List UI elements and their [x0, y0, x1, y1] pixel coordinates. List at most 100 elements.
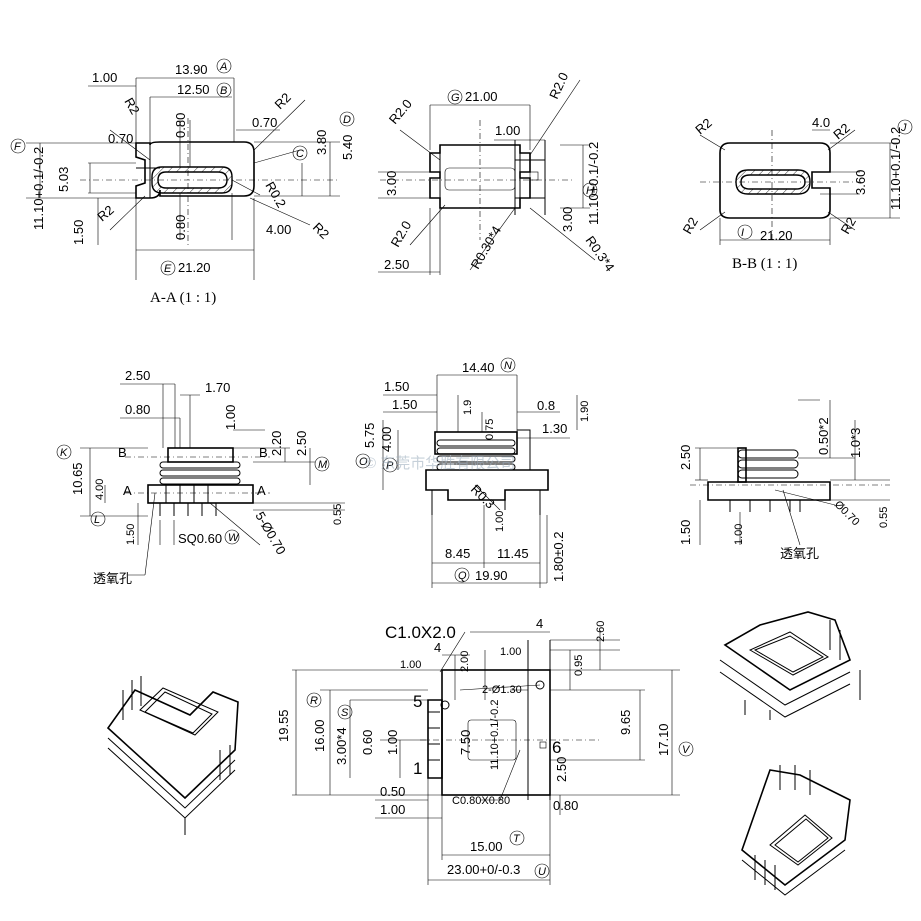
marker-q: Q — [454, 567, 470, 583]
marker-e: E — [160, 260, 176, 276]
dim-2-20: 2.20 — [269, 431, 284, 456]
svg-text:Q: Q — [458, 570, 467, 582]
svg-text:S: S — [341, 707, 349, 719]
dim-1-70: 1.70 — [205, 380, 230, 395]
svg-text:H: H — [586, 185, 594, 197]
coil-slot-section — [151, 166, 233, 194]
radius-r0-3: R0.3 — [468, 482, 498, 512]
svg-text:J: J — [900, 122, 907, 134]
dim-0-70-right: 0.70 — [252, 115, 277, 130]
dim-2-50: 2.50 — [384, 257, 409, 272]
section-label-b-right: B — [259, 445, 268, 460]
dim-8-45: 8.45 — [445, 546, 470, 561]
marker-o: O — [355, 453, 371, 469]
radius-r0-3x4: R0.3*4 — [583, 233, 618, 274]
dim-1-30: 1.30 — [542, 421, 567, 436]
svg-text:T: T — [513, 833, 521, 845]
marker-a: A — [216, 58, 232, 74]
bb-slot-section — [735, 169, 811, 195]
radius-r2-top-left: R2 — [121, 95, 142, 117]
dim-3-00-left: 3.00 — [384, 171, 399, 196]
isometric-view-top-right — [719, 611, 861, 720]
radius-r2-top-right: R2 — [830, 120, 852, 142]
dim-dia-0-70: Ø0.70 — [832, 499, 862, 529]
chamfer-c1-0x2-0: C1.0X2.0 — [385, 623, 456, 642]
dim-0-55: 0.55 — [878, 507, 890, 528]
dim-7-50: 7.50 — [458, 730, 473, 755]
dim-21-00: 21.00 — [465, 89, 498, 104]
dim-4-top: 4 — [434, 640, 441, 655]
dim-4-00: 4.00 — [266, 222, 291, 237]
svg-text:N: N — [504, 360, 512, 372]
dim-1-00: 1.00 — [494, 511, 506, 532]
svg-text:A: A — [219, 61, 227, 73]
dim-1-00: 1.00 — [223, 405, 238, 430]
section-label-a-right: A — [257, 483, 266, 498]
section-aa-caption: A-A (1 : 1) — [150, 290, 216, 306]
vent-label: 透氧孔 — [780, 546, 819, 561]
marker-v: V — [678, 741, 694, 757]
marker-f: F — [10, 138, 26, 154]
dim-12-50: 12.50 — [177, 82, 210, 97]
dim-0-60: 0.60 — [360, 730, 375, 755]
front-view: 2.50 1.70 0.80 1.00 2.20 2.50 10.65 4.00… — [56, 368, 345, 586]
dim-17-10: 17.10 — [656, 723, 671, 756]
section-aa-view: 13.90 12.50 1.00 0.70 0.70 0.80 0.80 3.8… — [10, 58, 355, 306]
dim-0-95: 0.95 — [573, 655, 585, 676]
dim-1-9: 1.9 — [462, 400, 474, 415]
dim-1-00: 1.00 — [733, 524, 745, 545]
dim-11-10: 11.10+0.1/-0.2 — [888, 127, 903, 210]
radius-r2-0-top-right: R2.0 — [546, 70, 571, 101]
dim-15-00: 15.00 — [470, 839, 503, 854]
dim-1-00: 1.00 — [495, 123, 520, 138]
dim-0-75: 0.75 — [484, 419, 496, 440]
dim-19-90: 19.90 — [475, 568, 508, 583]
svg-text:G: G — [451, 92, 460, 104]
section-label-b-left: B — [118, 445, 127, 460]
svg-text:D: D — [343, 114, 351, 126]
svg-text:B: B — [220, 85, 227, 97]
isometric-view-left — [106, 676, 239, 835]
dim-4-right: 4 — [536, 616, 543, 631]
dim-1-0x3: 1.0*3 — [848, 428, 863, 458]
dim-3-80: 3.80 — [314, 130, 329, 155]
dim-0-70-left: 0.70 — [108, 131, 133, 146]
marker-d: D — [339, 111, 355, 127]
marker-k: K — [56, 444, 72, 460]
dim-11-10: 11.10+0.1/-0.2 — [586, 142, 601, 225]
svg-text:L: L — [94, 514, 100, 526]
pin-6-label: 6 — [552, 738, 561, 757]
radius-r0-30x4: R0.30*4 — [468, 223, 504, 271]
dim-10-65: 10.65 — [70, 462, 85, 495]
dim-4-00: 4.00 — [94, 479, 106, 500]
dim-5-40: 5.40 — [340, 135, 355, 160]
watermark: © 东莞市华胜有限公司 — [365, 455, 515, 472]
svg-text:M: M — [318, 459, 328, 471]
marker-r: R — [306, 692, 322, 708]
svg-text:E: E — [164, 263, 172, 275]
dim-2-50: 2.50 — [554, 757, 569, 782]
dim-3-60: 3.60 — [853, 170, 868, 195]
end-view: 2.50 0.50*2 1.0*3 1.50 1.00 0.55 Ø0.70 透… — [678, 399, 890, 561]
dim-21-20: 21.20 — [760, 228, 793, 243]
dim-19-55: 19.55 — [276, 709, 291, 742]
section-bb-caption: B-B (1 : 1) — [732, 256, 797, 272]
dim-1-50: 1.50 — [678, 520, 693, 545]
dim-0-80-top: 0.80 — [173, 113, 188, 138]
svg-text:K: K — [60, 447, 68, 459]
dim-13-90: 13.90 — [175, 62, 208, 77]
side-view: 14.40 1.50 1.50 1.9 0.8 1.90 0.75 1.30 5… — [355, 357, 591, 588]
marker-c: C — [292, 145, 308, 161]
dim-0-50x2: 0.50*2 — [816, 417, 831, 455]
dim-11-45: 11.45 — [497, 546, 529, 561]
dim-14-40: 14.40 — [462, 360, 495, 375]
marker-g: G — [447, 89, 463, 105]
dim-2-50: 2.50 — [125, 368, 150, 383]
dim-21-20: 21.20 — [178, 260, 211, 275]
dim-0-80-bottom: 0.80 — [173, 215, 188, 240]
radius-r2-0-top-left: R2.0 — [386, 96, 415, 127]
dim-1-80: 1.80±0.2 — [551, 531, 566, 582]
marker-n: N — [500, 357, 516, 373]
dim-3-00-right: 3.00 — [560, 207, 575, 232]
